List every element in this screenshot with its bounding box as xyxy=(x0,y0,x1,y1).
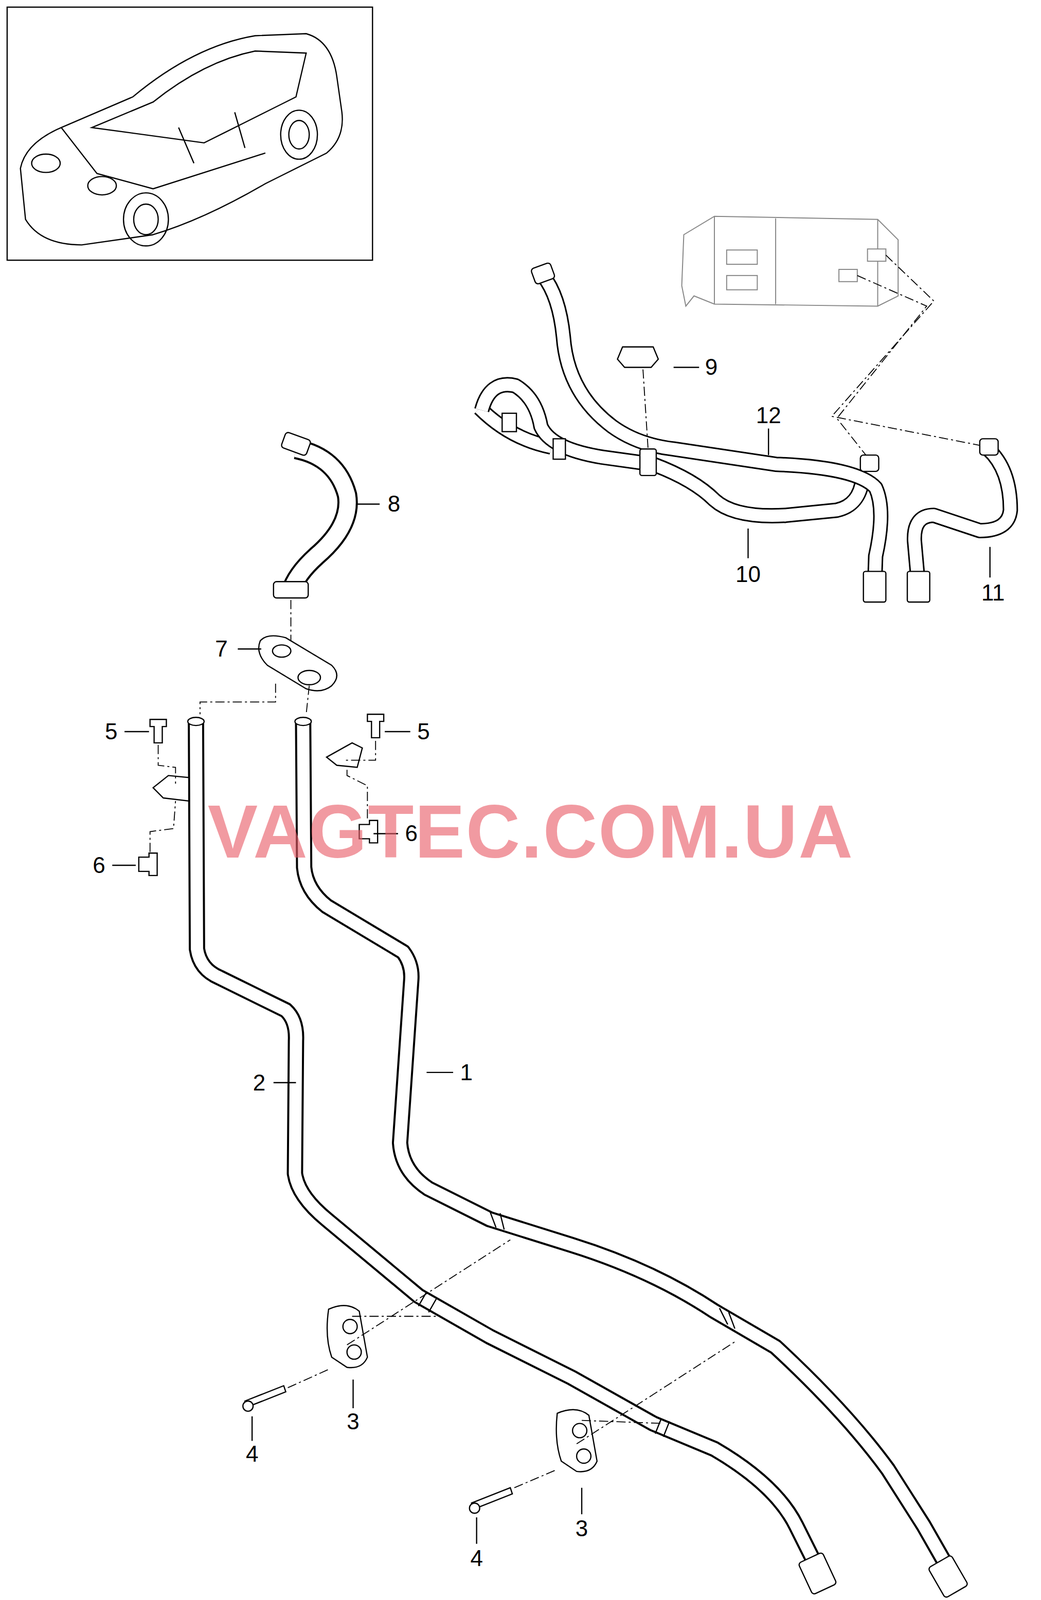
pipe-clamp xyxy=(556,1410,598,1473)
hose-clamp xyxy=(979,438,999,456)
assembly-line xyxy=(200,684,276,715)
vehicle-thumbnail xyxy=(7,7,373,261)
pipe-end xyxy=(294,717,312,726)
module-port xyxy=(726,275,758,291)
clamp-seat xyxy=(572,1424,587,1439)
car-wheel xyxy=(133,204,159,236)
hose-fill xyxy=(291,449,348,592)
car-lines xyxy=(61,112,266,189)
flange-gasket xyxy=(258,636,337,692)
callout-number: 4 xyxy=(245,1443,259,1466)
assembly-line xyxy=(290,600,292,643)
quick-coupling xyxy=(798,1552,837,1596)
assembly-line xyxy=(831,255,989,447)
module-housing xyxy=(681,216,899,307)
callout-number: 1 xyxy=(460,1061,473,1085)
hose-outline xyxy=(543,275,882,587)
clip xyxy=(639,449,657,476)
module-port xyxy=(726,249,758,265)
clamp-seat xyxy=(347,1345,362,1360)
callout-number: 12 xyxy=(756,404,782,427)
callout-number: 9 xyxy=(705,355,718,379)
hose-clamp xyxy=(860,455,879,472)
assembly-line xyxy=(288,1240,511,1389)
assembly-line xyxy=(836,275,927,458)
quick-coupling xyxy=(927,1555,968,1599)
pipe-joint xyxy=(418,1211,735,1438)
car-wheel xyxy=(280,110,318,159)
hose-clamp xyxy=(280,432,312,457)
clamp-seat xyxy=(576,1449,591,1464)
car-wheel xyxy=(123,192,169,246)
assembly-line xyxy=(514,1342,735,1489)
callout-number: 5 xyxy=(417,720,430,744)
coolant-module xyxy=(681,216,899,307)
assembly-line xyxy=(345,741,376,761)
hose-clamp xyxy=(273,581,309,599)
gasket-hole xyxy=(297,670,321,686)
hose-fill xyxy=(543,275,882,587)
callout-number: 3 xyxy=(575,1517,588,1541)
hose-fill xyxy=(914,449,1011,587)
bolt xyxy=(367,714,384,739)
assembly-line xyxy=(306,686,310,715)
module-edges xyxy=(714,216,878,307)
car-wheel xyxy=(289,120,310,150)
screw-head xyxy=(242,1401,254,1412)
callout-number: 7 xyxy=(214,637,228,661)
car-glass xyxy=(92,50,307,143)
callout-number: 8 xyxy=(387,492,401,516)
module-port xyxy=(867,248,887,262)
module-port xyxy=(838,269,858,282)
clamp-seat xyxy=(343,1319,358,1335)
hose-fitting xyxy=(501,413,517,433)
car-lamp xyxy=(87,176,117,195)
thumbnail-frame xyxy=(7,7,373,261)
hose-fitting xyxy=(552,438,566,460)
car-body xyxy=(20,33,343,245)
hose-fitting xyxy=(907,571,930,603)
pipe-clamp xyxy=(327,1305,368,1369)
assembly-line xyxy=(642,369,649,450)
hose-outline xyxy=(291,449,348,592)
hose-fitting xyxy=(863,571,887,603)
pipe-bracket xyxy=(153,775,189,802)
callout-number: 11 xyxy=(981,581,1005,605)
car-lamp xyxy=(31,154,61,173)
pipe-bracket xyxy=(326,743,363,768)
callout-number: 4 xyxy=(470,1547,483,1571)
watermark: VAGTEC.COM.UA xyxy=(207,794,854,870)
callout-number: 6 xyxy=(92,854,105,877)
assembly-line xyxy=(158,745,176,784)
pipe-end xyxy=(187,717,205,726)
screw-head xyxy=(469,1503,480,1514)
callout-number: 2 xyxy=(253,1071,266,1095)
callout-number: 10 xyxy=(735,563,761,586)
callout-number: 5 xyxy=(104,720,118,744)
clip xyxy=(617,347,659,368)
gasket-hole xyxy=(272,644,292,658)
coolant-hoses xyxy=(479,262,1011,603)
hose-outline xyxy=(914,449,1011,587)
screw xyxy=(138,853,158,876)
hose-fitting xyxy=(530,262,556,285)
assembly-line xyxy=(150,801,176,853)
callout-number: 3 xyxy=(346,1410,360,1434)
leader-line xyxy=(112,367,991,1545)
bolt xyxy=(150,719,167,744)
